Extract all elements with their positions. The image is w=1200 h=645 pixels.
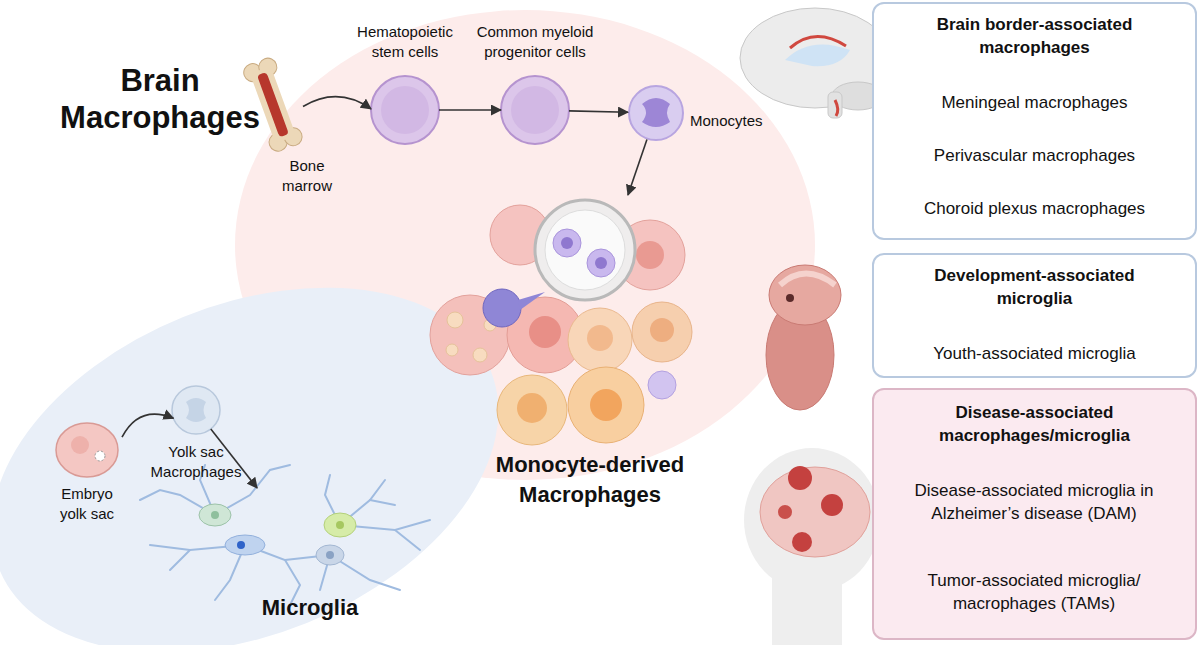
macrophage-nucleus — [186, 398, 206, 422]
microglia-branch — [395, 530, 420, 550]
monocyte-in-vessel — [587, 249, 615, 277]
flow-arrow — [628, 139, 647, 195]
macrophage-nucleus — [636, 241, 664, 269]
monocyte-nucleus — [595, 257, 607, 269]
flow-arrow — [569, 111, 628, 112]
flow-arrow — [303, 97, 371, 109]
microglia-node: Microglia — [150, 488, 470, 623]
category-box: Development-associated microgliaYouth-as… — [872, 253, 1197, 378]
border-highlight — [790, 36, 846, 48]
node-label: Embryo yolk sac — [52, 484, 122, 525]
node-label: Disease-associated microglia in Alzheime… — [909, 480, 1159, 526]
monocyte-node: Monocytes — [628, 85, 684, 141]
diseased-brain — [760, 467, 870, 557]
brainstem — [828, 92, 842, 118]
category-box: Brain border-associated macrophagesMenin… — [872, 2, 1197, 240]
stem-cell — [371, 76, 439, 144]
yolk-sac-macrophage — [172, 386, 220, 434]
microglia-cell — [225, 535, 265, 555]
node-label: Hematopoietic stem cells — [345, 22, 465, 63]
embryo-head — [71, 436, 89, 454]
bone-marrow-core — [257, 72, 289, 137]
macrophage-cell — [568, 367, 644, 443]
monocyte-process — [518, 292, 545, 310]
tumor-spot — [778, 505, 792, 519]
flow-arrow — [122, 414, 173, 437]
progenitor-node: Common myeloid progenitor cells — [501, 76, 569, 144]
embryo-brain — [780, 274, 835, 286]
box-heading: Development-associated microglia — [912, 265, 1157, 311]
macrophage-cluster-node: Monocyte-derived Macrophages — [425, 195, 725, 505]
stem-cell-nucleus — [381, 86, 429, 134]
microglia-nucleus — [237, 541, 245, 549]
microglia-nucleus — [211, 511, 219, 519]
box-heading: Disease-associated macrophages/microglia — [912, 402, 1157, 448]
ventricle — [785, 44, 850, 66]
macrophage-nucleus — [590, 389, 622, 421]
macrophage-nucleus — [587, 325, 613, 351]
vacuole — [446, 344, 458, 356]
microglia-branch — [170, 550, 190, 570]
vacuole — [473, 348, 487, 362]
node-label: Tumor-associated microglia/ macrophages … — [909, 570, 1159, 616]
blood-vessel — [535, 200, 635, 300]
microglia-nucleus — [336, 521, 344, 529]
macrophage-nucleus — [529, 316, 561, 348]
embryo-head — [769, 265, 841, 325]
vacuole — [447, 312, 463, 328]
yolk-sac-mark — [95, 451, 105, 461]
neck-silhouette — [772, 575, 842, 645]
embryo-illustration — [56, 423, 118, 477]
node-label: Perivascular macrophages — [887, 145, 1182, 168]
tumor-spot — [792, 532, 812, 552]
monocyte-nucleus — [642, 98, 670, 127]
tumor-spot — [821, 494, 843, 516]
node-label: Bone marrow — [277, 156, 337, 197]
node-label: Yolk sac Macrophages — [146, 442, 246, 483]
microglia-branches — [140, 465, 430, 605]
node-label: Microglia — [150, 593, 470, 623]
microglia-region — [0, 218, 553, 645]
border-highlight — [835, 100, 838, 116]
node-label: Meningeal macrophages — [887, 92, 1182, 115]
vessel-lumen — [545, 210, 625, 290]
tumor-spot — [788, 466, 812, 490]
microglia-cell — [199, 504, 231, 526]
diagram-title: Brain Macrophages — [40, 62, 280, 136]
node-label: Youth-associated microglia — [887, 343, 1182, 366]
flow-arrow — [211, 429, 257, 488]
node-label: Monocytes — [690, 111, 790, 131]
progenitor-cell — [501, 76, 569, 144]
node-label: Common myeloid progenitor cells — [470, 22, 600, 63]
macrophage-cell — [632, 302, 692, 362]
progenitor-nucleus — [511, 86, 559, 134]
box-heading: Brain border-associated macrophages — [912, 14, 1157, 60]
flow-arrow — [439, 109, 501, 111]
category-box: Disease-associated macrophages/microglia… — [872, 388, 1197, 640]
microglia-nucleus — [326, 551, 334, 559]
head-silhouette — [744, 448, 880, 592]
macrophage-cell — [497, 375, 567, 445]
microglia-branch — [370, 500, 395, 505]
embryo-node: Embryo yolk sac — [52, 420, 122, 480]
node-label: Monocyte-derived Macrophages — [480, 450, 700, 509]
microglia-cell — [324, 513, 356, 537]
stem-cell-node: Hematopoietic stem cells — [371, 76, 439, 144]
infiltrating-monocyte — [483, 289, 521, 327]
macrophage-nucleus — [650, 318, 674, 342]
yolk-sac-node: Yolk sac Macrophages — [172, 386, 220, 434]
macrophage-cell — [568, 308, 632, 372]
microglia-cell — [316, 545, 344, 565]
monocyte-nucleus — [561, 237, 573, 249]
embryo-eye — [786, 294, 794, 302]
macrophage-nucleus — [517, 393, 547, 423]
monocyte-cell — [629, 86, 683, 140]
node-label: Choroid plexus macrophages — [887, 198, 1182, 221]
small-monocyte — [648, 371, 676, 399]
monocyte-in-vessel — [553, 229, 581, 257]
